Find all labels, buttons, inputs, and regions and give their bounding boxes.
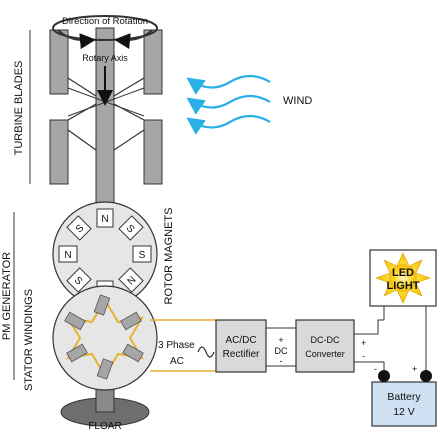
direction-of-rotation-label: Direction of Rotation (62, 16, 148, 27)
rotary-axis-label: Rotary Axis (82, 53, 128, 63)
converter-line2: Converter (305, 349, 345, 359)
output-plus-sign: + (361, 338, 366, 348)
svg-text:LED: LED (392, 267, 414, 279)
three-phase-label: 3 Phase (158, 340, 195, 351)
led-light: LED LIGHT (369, 249, 437, 307)
generator-output-wires (150, 319, 216, 372)
stator-windings-label: STATOR WINDINGS (23, 289, 35, 391)
turbine-blades-label: TURBINE BLADES (13, 61, 25, 156)
turbine-blades (49, 29, 163, 185)
dc-dc-converter-box (295, 319, 355, 373)
pm-generator-label: PM GENERATOR (1, 252, 13, 340)
wind-arrows (186, 74, 271, 135)
dc-label: DC (275, 346, 288, 356)
svg-text:S: S (139, 250, 146, 261)
magnet-upper-left: S (66, 215, 92, 241)
rotor-magnets-label: ROTOR MAGNETS (163, 208, 175, 305)
wind-label: WIND (283, 95, 312, 107)
dc-link-wires (266, 327, 296, 367)
svg-text:N: N (64, 250, 71, 261)
rotation-arrows (52, 15, 158, 50)
ac-label: AC (170, 356, 184, 367)
sun-icon (375, 252, 431, 304)
ac-dc-rectifier-box (215, 319, 267, 373)
rectifier-line1: AC/DC (225, 335, 256, 346)
stator-disc (52, 285, 158, 391)
svg-text:12 V: 12 V (393, 406, 415, 418)
magnet-top: N (96, 208, 114, 228)
svg-text:-: - (374, 364, 377, 374)
floor-label: FLOAR (88, 421, 121, 432)
floor-base (60, 381, 150, 427)
svg-text:N: N (101, 214, 108, 225)
ac-wave-symbol (197, 346, 215, 358)
rectifier-line2: Rectifier (223, 349, 260, 360)
svg-text:Battery: Battery (387, 391, 421, 403)
output-minus-sign: - (362, 351, 365, 361)
dc-minus-sign: - (280, 356, 283, 366)
magnet-lower-right: N (118, 267, 144, 293)
dc-plus-sign: + (278, 335, 283, 345)
magnet-left: N (58, 245, 78, 263)
converter-line1: DC-DC (311, 335, 340, 345)
battery: - + Battery 12 V (371, 364, 437, 427)
svg-text:LIGHT: LIGHT (387, 280, 420, 292)
magnet-upper-right: S (118, 215, 144, 241)
magnet-right: S (132, 245, 152, 263)
magnet-lower-left: S (66, 267, 92, 293)
svg-text:+: + (412, 364, 417, 374)
